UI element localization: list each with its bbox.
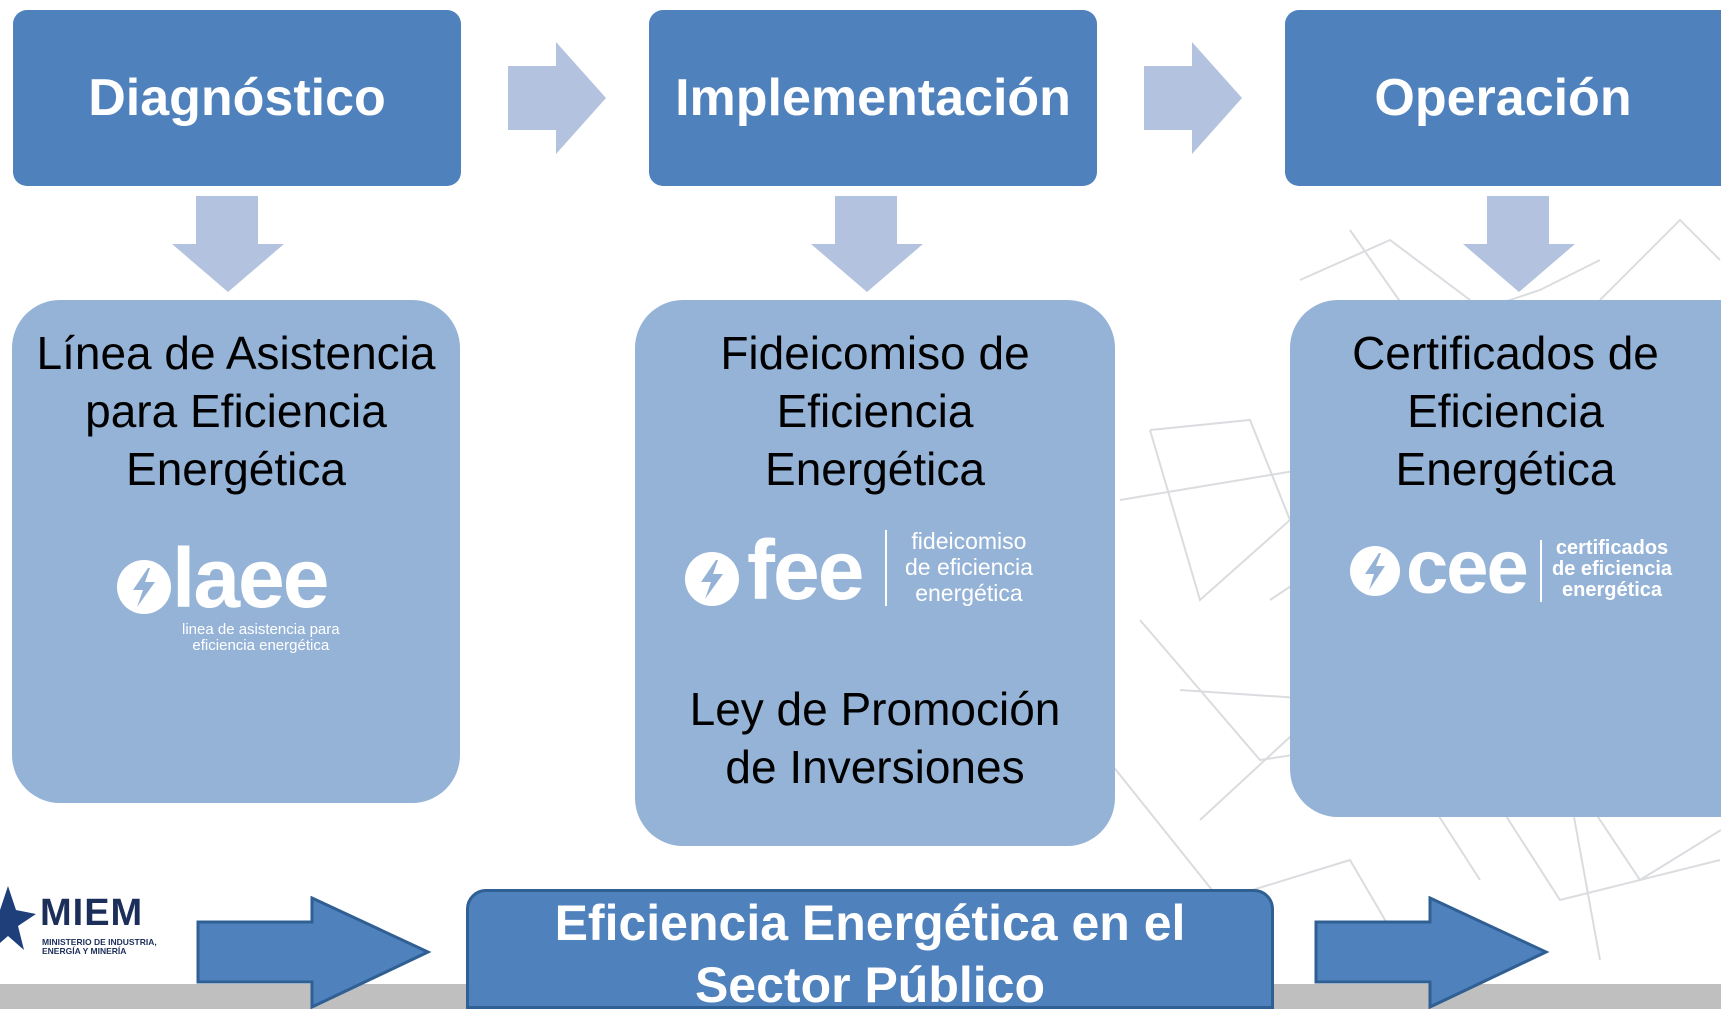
fee-logo: fee fideicomiso de eficiencia energética (685, 522, 1085, 622)
arrow-right-icon (508, 42, 606, 154)
laee-wordmark: laee (172, 531, 329, 625)
arrow-right-icon (1314, 896, 1550, 1009)
stage-operacion: Operación (1285, 10, 1721, 186)
star-emblem-icon (0, 886, 36, 950)
laee-subtitle: linea de asistencia para eficiencia ener… (182, 621, 340, 654)
stage-label: Operación (1374, 69, 1632, 127)
logo-divider (885, 530, 887, 606)
card-title: Línea de Asistencia para Eficiencia Ener… (36, 327, 436, 495)
stage-diagnostico: Diagnóstico (13, 10, 461, 186)
fee-wordmark: fee (747, 523, 864, 617)
lightning-bolt-icon (685, 552, 739, 606)
cee-subtitle: certificados de eficiencia energética (1552, 537, 1673, 601)
arrow-right-icon (1144, 42, 1242, 154)
card-extra-text: Ley de Promoción de Inversiones (689, 683, 1061, 793)
fee-subtitle: fideicomiso de eficiencia energética (905, 528, 1033, 606)
miem-subtitle: MINISTERIO DE INDUSTRIA, ENERGÍA Y MINER… (42, 937, 157, 957)
stage-label: Diagnóstico (88, 69, 386, 127)
stage-label: Implementación (675, 69, 1071, 127)
logo-divider (1540, 540, 1542, 602)
stage-implementacion: Implementación (649, 10, 1097, 186)
arrow-down-icon (172, 196, 284, 292)
arrow-right-icon (196, 896, 432, 1009)
miem-logo: MIEM MINISTERIO DE INDUSTRIA, ENERGÍA Y … (0, 880, 190, 980)
card-fee: Fideicomiso de Eficiencia Energética fee… (635, 300, 1115, 846)
cee-logo: cee certificados de eficiencia energétic… (1350, 525, 1710, 612)
card-title: Fideicomiso de Eficiencia Energética (720, 327, 1030, 495)
card-laee: Línea de Asistencia para Eficiencia Ener… (12, 300, 460, 803)
laee-logo: laee linea de asistencia para eficiencia… (117, 530, 377, 653)
arrow-down-icon (1463, 196, 1575, 292)
card-title: Certificados de Eficiencia Energética (1352, 327, 1659, 495)
lightning-bolt-icon (117, 560, 171, 614)
card-cee: Certificados de Eficiencia Energética ce… (1290, 300, 1721, 817)
arrow-down-icon (811, 196, 923, 292)
sector-publico-banner: Eficiencia Energética en el Sector Públi… (466, 889, 1274, 1013)
miem-wordmark: MIEM (40, 892, 144, 934)
lightning-bolt-icon (1350, 546, 1400, 596)
cee-wordmark: cee (1406, 525, 1529, 610)
